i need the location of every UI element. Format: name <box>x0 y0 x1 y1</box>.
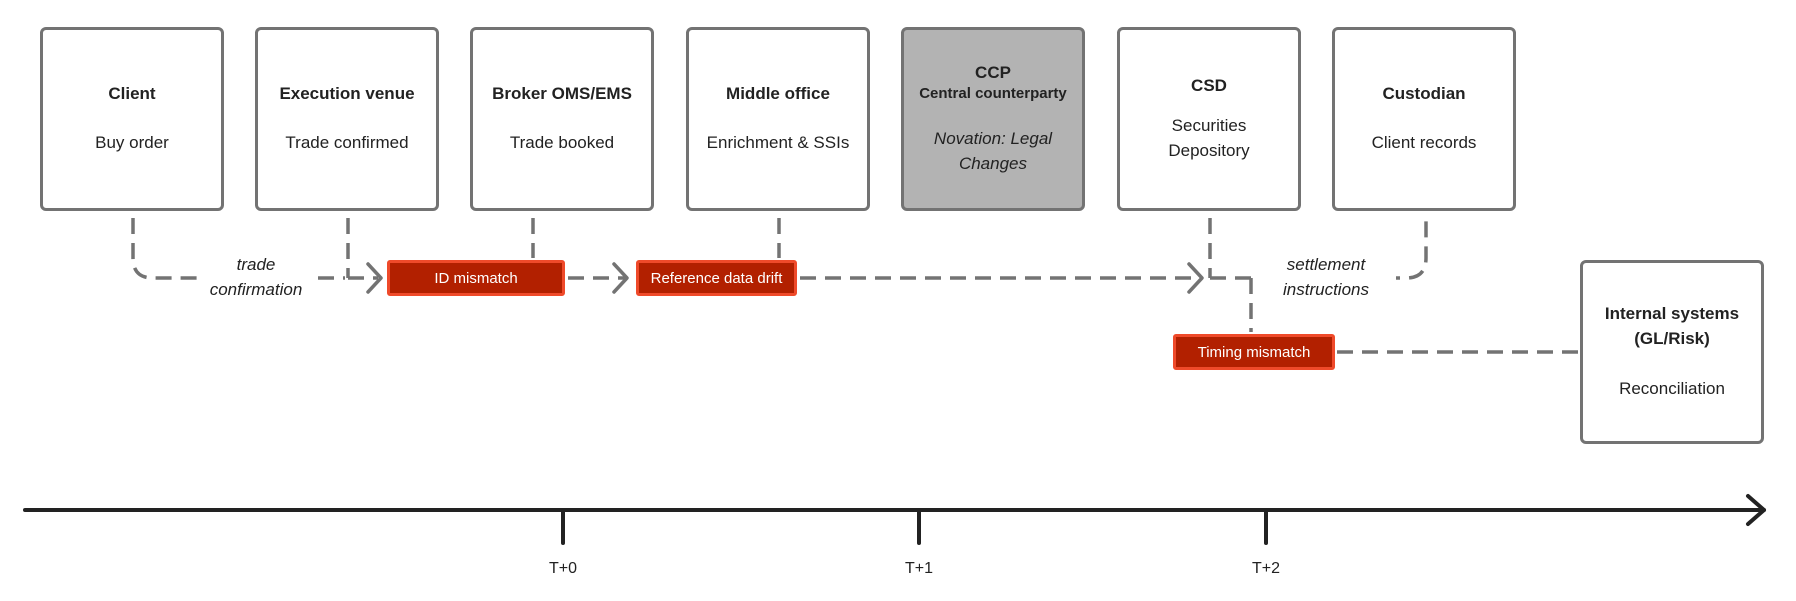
node-client-title: Client <box>108 84 156 103</box>
node-csd-desc: Securities Depository <box>1168 113 1249 163</box>
issue-id-mismatch[interactable]: ID mismatch <box>387 260 565 296</box>
node-csd-desc-line2: Depository <box>1168 141 1250 160</box>
edge-label-settlement-instructions-line2: instructions <box>1283 280 1369 299</box>
node-middle-office-desc: Enrichment & SSIs <box>706 133 850 152</box>
arrowhead-to-csd <box>1187 262 1204 294</box>
edge-label-settlement-instructions: settlement instructions <box>1256 252 1396 302</box>
connector-client <box>131 218 200 280</box>
timeline-label-t0: T+0 <box>548 560 578 577</box>
node-csd-title: CSD <box>1191 76 1227 95</box>
node-middle-office[interactable]: Middle office Enrichment & SSIs <box>686 27 870 211</box>
node-internal-title-line2: (GL/Risk) <box>1634 329 1710 348</box>
node-ccp-desc-line1: Novation: Legal <box>933 129 1053 148</box>
node-custodian-desc: Client records <box>1371 133 1477 152</box>
node-csd-desc-line1: Securities <box>1171 116 1247 135</box>
node-ccp-desc-line2: Changes <box>958 154 1028 173</box>
node-execution-venue-title: Execution venue <box>279 84 415 103</box>
node-broker-oms-title: Broker OMS/EMS <box>492 84 632 103</box>
node-csd[interactable]: CSD Securities Depository <box>1117 27 1301 211</box>
node-custodian[interactable]: Custodian Client records <box>1332 27 1516 211</box>
timeline-label-t1: T+1 <box>904 560 934 577</box>
node-ccp[interactable]: CCP Central counterparty Novation: Legal… <box>901 27 1085 211</box>
node-client[interactable]: Client Buy order <box>40 27 224 211</box>
node-custodian-title: Custodian <box>1382 84 1466 103</box>
node-broker-oms[interactable]: Broker OMS/EMS Trade booked <box>470 27 654 211</box>
edge-label-trade-confirmation-line1: trade <box>236 255 276 274</box>
timeline-label-t2: T+2 <box>1251 560 1281 577</box>
node-internal-systems[interactable]: Internal systems (GL/Risk) Reconciliatio… <box>1580 260 1764 444</box>
arrowhead-to-id-mismatch <box>366 262 383 294</box>
node-client-desc: Buy order <box>95 133 169 152</box>
edge-label-settlement-instructions-line1: settlement <box>1286 255 1366 274</box>
connector-custodian <box>1384 218 1428 280</box>
node-internal-desc: Reconciliation <box>1619 379 1725 398</box>
timeline-arrowhead <box>1746 494 1766 526</box>
node-middle-office-title: Middle office <box>726 84 830 103</box>
arrowhead-to-drift <box>612 262 629 294</box>
node-ccp-desc: Novation: Legal Changes <box>934 126 1052 176</box>
issue-timing-mismatch[interactable]: Timing mismatch <box>1173 334 1335 370</box>
edge-label-trade-confirmation-line2: confirmation <box>209 280 303 299</box>
node-execution-venue-desc: Trade confirmed <box>285 133 409 152</box>
node-ccp-title: CCP <box>975 63 1011 82</box>
node-broker-oms-desc: Trade booked <box>509 133 615 152</box>
edge-label-trade-confirmation: trade confirmation <box>196 252 316 302</box>
node-ccp-subtitle: Central counterparty <box>919 85 1067 102</box>
node-internal-title-line1: Internal systems <box>1604 304 1740 323</box>
issue-reference-data-drift[interactable]: Reference data drift <box>636 260 797 296</box>
node-execution-venue[interactable]: Execution venue Trade confirmed <box>255 27 439 211</box>
